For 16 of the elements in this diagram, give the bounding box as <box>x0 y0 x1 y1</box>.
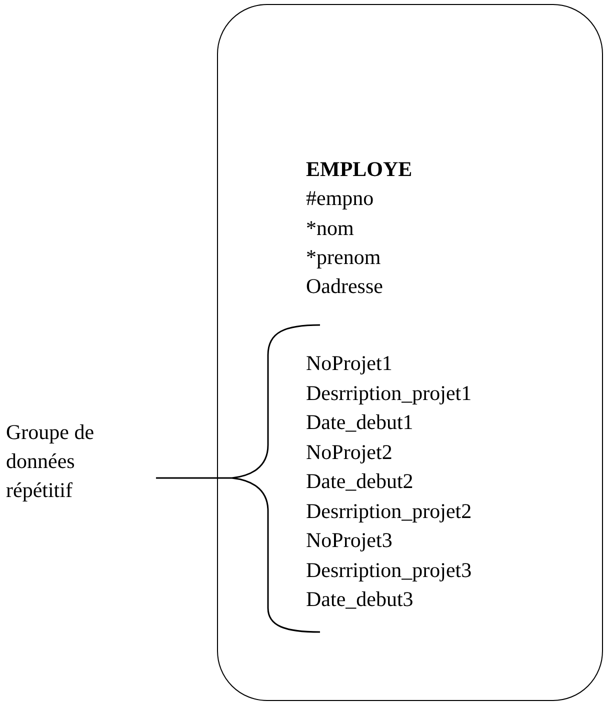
entity-title: EMPLOYE <box>306 156 412 183</box>
attribute-text: *prenom <box>306 244 381 271</box>
attribute-text: Date_debut2 <box>306 468 414 495</box>
attribute-text: Desrription_projet1 <box>306 380 472 406</box>
attribute-text: Desrription_projet2 <box>306 498 472 524</box>
group-label: Groupe de données répétitif <box>6 419 96 504</box>
attribute-text: *nom <box>306 214 354 242</box>
attribute-text: Date_debut1 <box>306 409 414 436</box>
attribute-text: NoProjet1 <box>306 350 392 377</box>
attribute-text: Date_debut3 <box>306 586 414 613</box>
attribute-text: NoProjet3 <box>306 527 392 554</box>
attribute-text: NoProjet2 <box>306 438 392 466</box>
rounded-box <box>217 4 603 701</box>
attribute-text: Desrription_projet3 <box>306 556 472 584</box>
attribute-text: #empno <box>306 185 374 212</box>
attribute-text: Oadresse <box>306 273 383 300</box>
